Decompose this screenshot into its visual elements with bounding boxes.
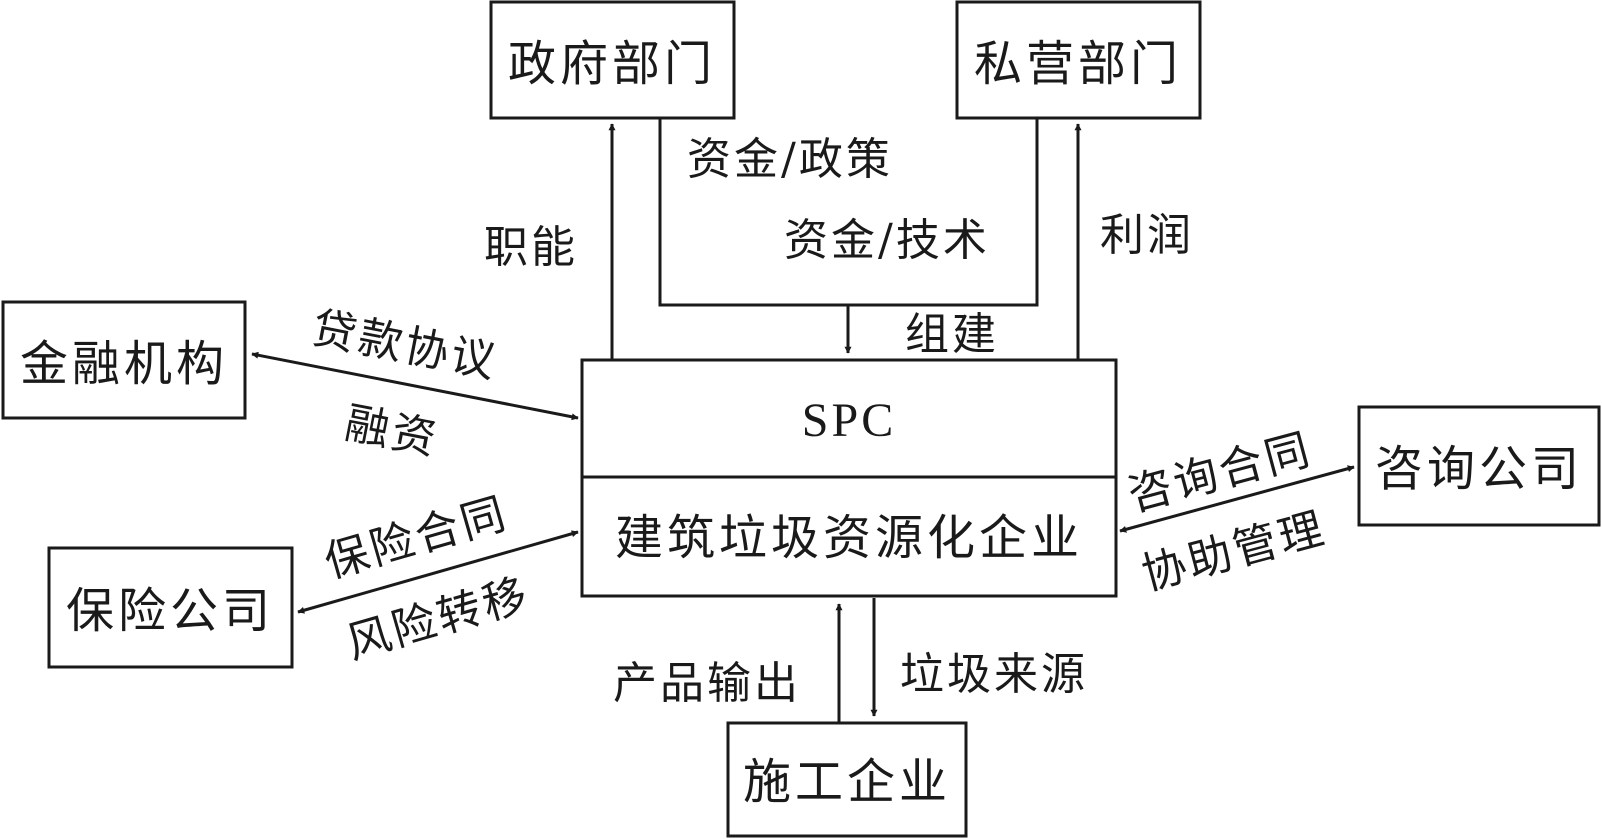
function-label: 职能 xyxy=(484,222,578,273)
construction-box xyxy=(726,721,968,838)
insurance-label: 保险公司 xyxy=(66,583,274,639)
financial-label: 金融机构 xyxy=(20,336,228,392)
risk-transfer-label: 风险转移 xyxy=(341,569,536,670)
government-box xyxy=(489,0,736,120)
private-funds-tech-label: 资金/技术 xyxy=(784,215,990,266)
insurance-arrow xyxy=(297,530,579,614)
private-sector-label: 私营部门 xyxy=(974,36,1182,92)
establish-label: 组建 xyxy=(905,309,999,360)
financing-label: 融资 xyxy=(341,398,443,466)
consulting-label: 咨询公司 xyxy=(1375,441,1583,497)
insurance-box xyxy=(47,546,294,669)
consulting-contract-label: 咨询合同 xyxy=(1123,424,1318,522)
spc-subtitle: 建筑垃圾资源化企业 xyxy=(615,510,1083,566)
consulting-arrow xyxy=(1119,465,1355,533)
waste-source-label: 垃圾来源 xyxy=(900,649,1088,700)
government-label: 政府部门 xyxy=(508,36,716,92)
financing-arrow xyxy=(251,351,579,421)
product-output-label: 产品输出 xyxy=(613,658,801,709)
private-sector-box xyxy=(955,0,1202,120)
financial-box xyxy=(1,300,247,420)
loan-agreement-label: 贷款协议 xyxy=(308,303,502,389)
profit-label: 利润 xyxy=(1100,210,1194,261)
insurance-contract-label: 保险合同 xyxy=(319,488,514,589)
consulting-box xyxy=(1357,405,1601,527)
construction-label: 施工企业 xyxy=(743,754,951,810)
gov-funds-policy-label: 资金/政策 xyxy=(687,134,893,185)
spc-title: SPC xyxy=(802,394,896,447)
